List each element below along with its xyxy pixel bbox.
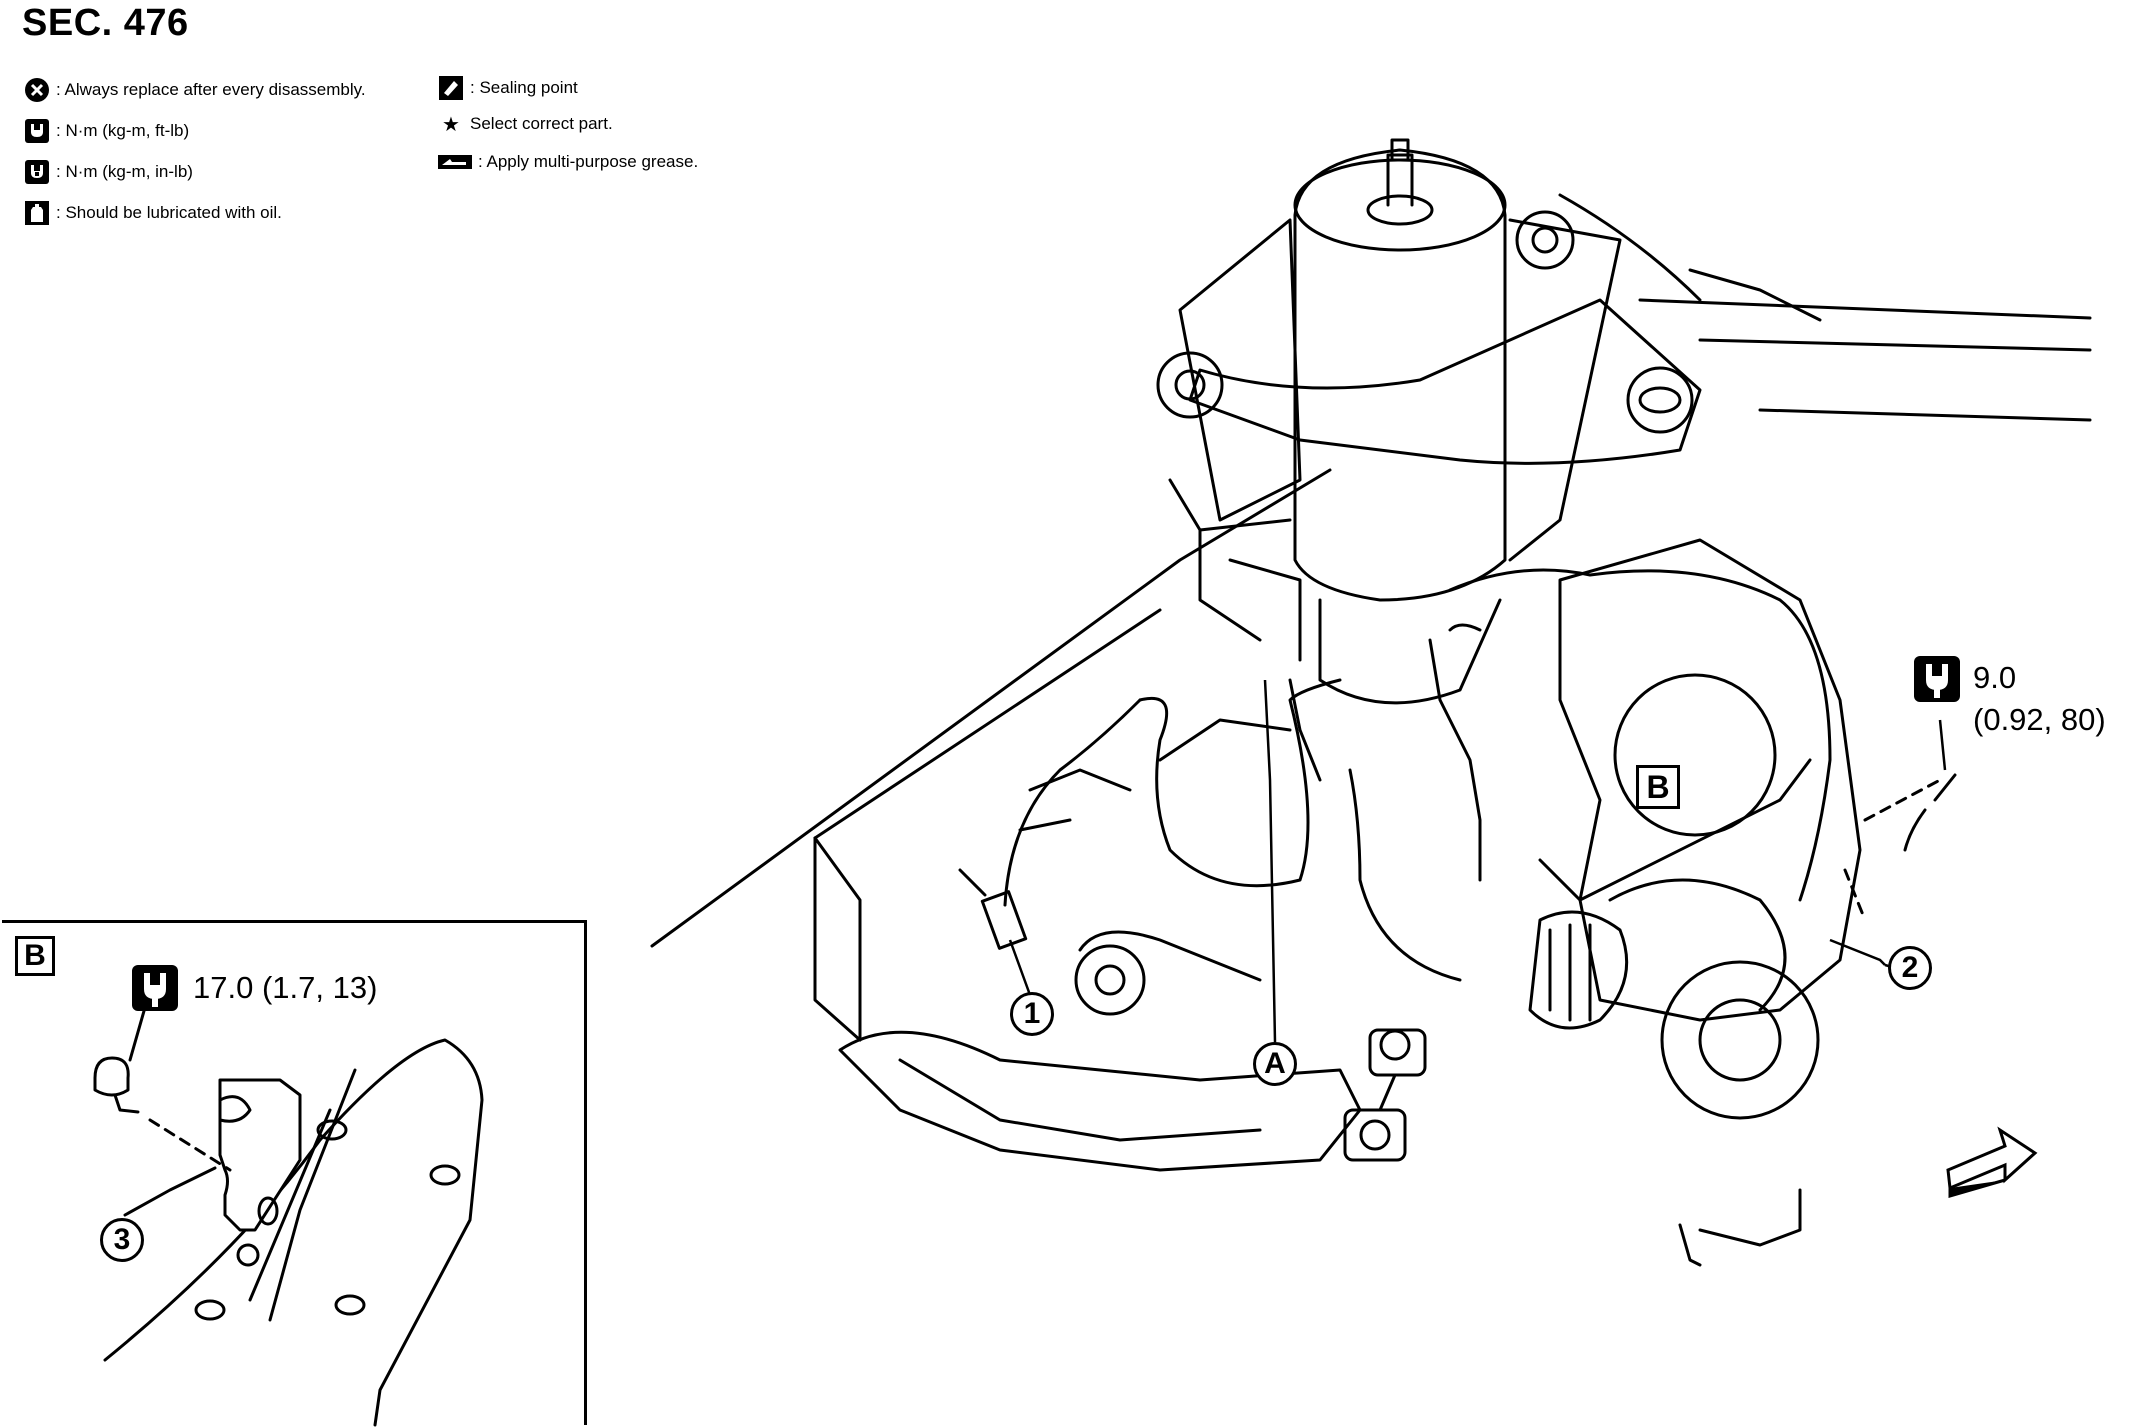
detail-reference-b: B xyxy=(1636,765,1680,809)
legend-text: : Always replace after every disassembly… xyxy=(56,80,366,99)
torque-value-inset: 17.0 (1.7, 13) xyxy=(193,970,378,1005)
reference-callout-a: A xyxy=(1253,1042,1297,1086)
replace-x-icon xyxy=(24,77,50,103)
part-callout-3: 3 xyxy=(100,1218,144,1262)
inset-bracket-detail-drawing xyxy=(93,988,484,1427)
legend-text: : Should be lubricated with oil. xyxy=(56,203,282,222)
torque-value-main: 9.0 xyxy=(1973,660,2017,695)
legend-text: : Sealing point xyxy=(470,78,578,97)
legend-item-replace: : Always replace after every disassembly… xyxy=(24,77,366,103)
oil-can-icon xyxy=(24,200,50,226)
grease-icon xyxy=(438,149,472,175)
legend-item-oil: : Should be lubricated with oil. xyxy=(24,200,282,226)
torque-units-main: (0.92, 80) xyxy=(1973,702,2106,737)
front-direction-arrow-icon xyxy=(1946,1126,2038,1198)
part-callout-2: 2 xyxy=(1888,946,1932,990)
detail-inset-b xyxy=(2,920,587,1425)
sealing-icon xyxy=(438,75,464,101)
legend-item-grease: : Apply multi-purpose grease. xyxy=(438,149,698,175)
legend-text: Select correct part. xyxy=(470,114,613,133)
torque-ftlb-icon xyxy=(24,118,50,144)
inset-label-b: B xyxy=(15,936,55,976)
legend-item-sealing: : Sealing point xyxy=(438,75,578,101)
legend-text: : N·m (kg-m, ft-lb) xyxy=(56,121,190,140)
part-callout-1: 1 xyxy=(1010,992,1054,1036)
torque-wrench-icon xyxy=(1914,656,1960,702)
section-title: SEC. 476 xyxy=(22,2,189,44)
torque-wrench-icon xyxy=(132,965,178,1011)
legend-item-torque-ftlb: : N·m (kg-m, ft-lb) xyxy=(24,118,189,144)
legend-text: : N·m (kg-m, in-lb) xyxy=(56,162,193,181)
star-icon: ★ xyxy=(442,113,460,136)
legend-text: : Apply multi-purpose grease. xyxy=(478,152,699,171)
torque-inlb-icon xyxy=(24,159,50,185)
legend-item-torque-inlb: : N·m (kg-m, in-lb) xyxy=(24,159,193,185)
legend-item-select-part: ★ Select correct part. xyxy=(438,111,613,137)
